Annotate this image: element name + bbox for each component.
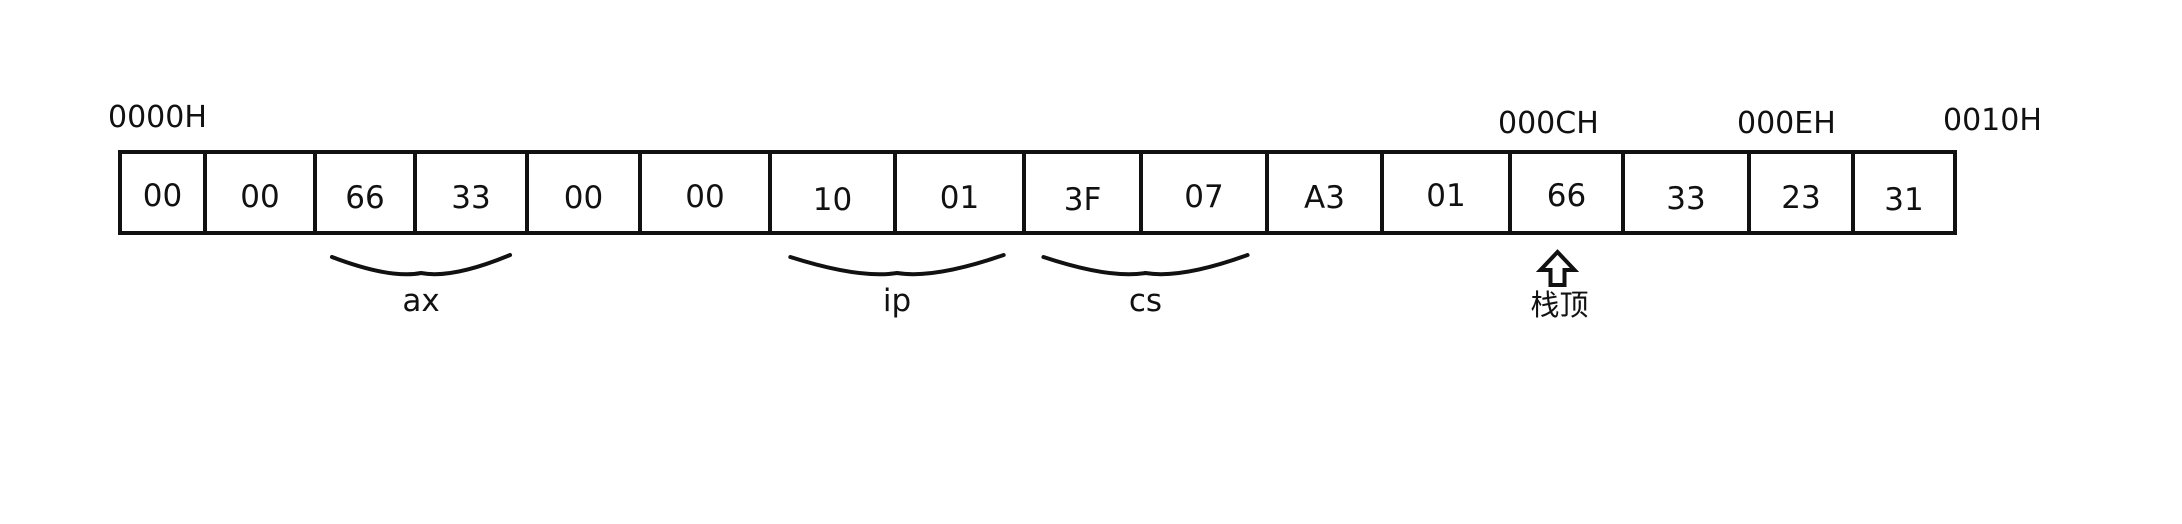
memory-cell-7 bbox=[893, 150, 1026, 235]
register-label-ip: ip bbox=[883, 283, 911, 319]
address-label: 000EH bbox=[1737, 106, 1836, 141]
memory-cell-12 bbox=[1508, 150, 1625, 235]
register-groups: ax ip cs bbox=[329, 253, 1250, 319]
memory-cell-15 bbox=[1851, 150, 1957, 235]
address-label: 0000H bbox=[108, 100, 207, 135]
memory-cell-value: 3F bbox=[1064, 182, 1102, 218]
memory-cell-value: 07 bbox=[1184, 179, 1223, 215]
memory-cell-value: A3 bbox=[1304, 180, 1345, 216]
memory-cell-8 bbox=[1022, 150, 1143, 235]
memory-cell-13 bbox=[1621, 150, 1751, 235]
memory-cell-4 bbox=[525, 150, 642, 235]
stack-top-pointer: 栈顶 bbox=[1530, 249, 1589, 322]
memory-cell-9 bbox=[1139, 150, 1269, 235]
memory-cell-value: 01 bbox=[940, 180, 979, 216]
memory-cell-value: 33 bbox=[451, 180, 490, 216]
memory-cell-1 bbox=[203, 150, 317, 235]
register-label-ax: ax bbox=[402, 283, 439, 319]
address-label: 000CH bbox=[1498, 106, 1599, 141]
address-labels: 0000H 000CH 000EH 0010H bbox=[108, 100, 2042, 141]
stack-top-label: 栈顶 bbox=[1530, 288, 1588, 322]
memory-cell-6 bbox=[768, 150, 897, 235]
memory-cell-0 bbox=[118, 150, 207, 235]
memory-cell-value: 10 bbox=[813, 182, 852, 218]
memory-cell-value: 23 bbox=[1781, 180, 1820, 216]
memory-cell-value: 66 bbox=[1547, 178, 1586, 214]
memory-cell-value: 00 bbox=[564, 180, 603, 216]
brace-cs bbox=[1041, 253, 1250, 277]
memory-cell-value: 00 bbox=[143, 178, 182, 214]
memory-cell-11 bbox=[1380, 150, 1512, 235]
memory-cell-2 bbox=[313, 150, 417, 235]
brace-ax bbox=[329, 253, 513, 277]
memory-cell-5 bbox=[638, 150, 772, 235]
memory-cell-value: 00 bbox=[685, 179, 724, 215]
address-label: 0010H bbox=[1943, 103, 2042, 138]
brace-ip bbox=[788, 253, 1006, 277]
register-label-cs: cs bbox=[1129, 283, 1162, 319]
memory-cells: 00 00 66 33 00 00 10 01 3F 07 A3 01 66 33 23 31 bbox=[118, 150, 1957, 235]
memory-cell-value: 33 bbox=[1666, 181, 1705, 217]
memory-cell-value: 66 bbox=[345, 180, 384, 216]
memory-cell-value: 31 bbox=[1884, 182, 1923, 218]
memory-cell-value: 00 bbox=[240, 179, 279, 215]
arrow-up-icon bbox=[1535, 249, 1580, 287]
memory-cell-value: 01 bbox=[1426, 178, 1465, 214]
